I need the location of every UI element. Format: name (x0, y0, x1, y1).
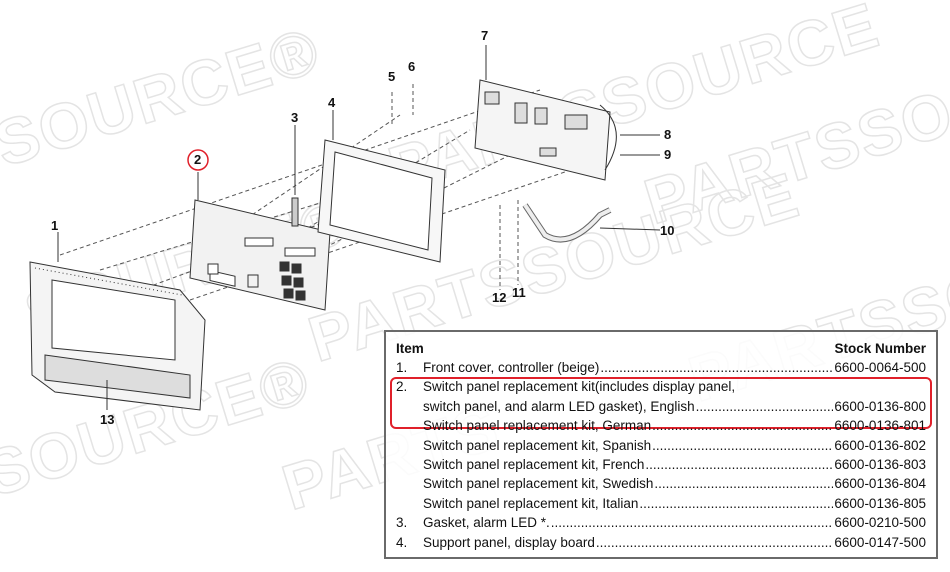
callout-9: 9 (664, 147, 672, 162)
leader-dots (696, 399, 834, 414)
leader-dots (639, 496, 833, 511)
stock-number: 6600-0136-803 (834, 457, 926, 472)
callout-7: 7 (481, 28, 489, 43)
stock-number: 6600-0210-500 (834, 515, 926, 531)
item-description: Switch panel replacement kit, Swedish (423, 476, 654, 492)
header-stock-number: Stock Number (834, 341, 926, 356)
stock-number: 6600-0136-804 (834, 476, 926, 492)
callout-5: 5 (388, 69, 396, 84)
item-description: Gasket, alarm LED *. (423, 515, 550, 531)
item-description: Front cover, controller (beige) (423, 360, 600, 375)
leader-dots (596, 535, 834, 550)
item-number: 3. (396, 515, 408, 531)
callout-3: 3 (291, 110, 299, 125)
item-description: Switch panel replacement kit, Italian (423, 495, 639, 511)
header-item: Item (396, 341, 424, 356)
display-board (474, 79, 611, 181)
table-row: Switch panel replacement kit, German 6600… (396, 418, 926, 437)
parts-table: Item Stock Number 1. Front cover, control… (384, 330, 938, 559)
table-row: Switch panel replacement kit, Swedish 660… (396, 476, 926, 495)
item-description: switch panel, and alarm LED gasket), Eng… (423, 398, 695, 414)
leader-dots (645, 457, 833, 472)
table-row: 1. Front cover, controller (beige) 6600-00… (396, 360, 926, 379)
stock-number: 6600-0136-801 (834, 418, 926, 434)
table-row: switch panel, and alarm LED gasket), Eng… (396, 399, 926, 418)
table-row: Switch panel replacement kit, Italian 660… (396, 496, 926, 515)
table-row: Switch panel replacement kit, French 6600… (396, 457, 926, 476)
item-description: Support panel, display board (423, 534, 595, 550)
stock-number: 6600-0147-500 (834, 534, 926, 550)
table-row: 3. Gasket, alarm LED *. 6600-0210-500 (396, 515, 926, 534)
table-header: Item Stock Number (396, 341, 926, 360)
callout-12: 12 (492, 290, 507, 305)
item-description: Switch panel replacement kit, French (423, 457, 645, 472)
callout-6: 6 (408, 59, 416, 74)
callout-13: 13 (100, 412, 115, 427)
item-description: Switch panel replacement kit, German (423, 418, 652, 434)
stock-number: 6600-0136-800 (834, 398, 926, 414)
stock-number: 6600-0136-805 (834, 495, 926, 511)
leader-dots (600, 360, 833, 375)
item-description: Switch panel replacement kit, Spanish (423, 437, 652, 453)
table-row: Switch panel replacement kit, Spanish 660… (396, 438, 926, 457)
stock-number: 6600-0136-802 (834, 437, 926, 453)
table-row: 4. Support panel, display board 6600-0147-… (396, 535, 926, 554)
callout-4: 4 (328, 95, 336, 110)
item-number: 1. (396, 360, 408, 375)
callout-11: 11 (512, 285, 526, 300)
stock-number: 6600-0064-500 (834, 360, 926, 375)
callout-8: 8 (664, 127, 672, 142)
callout-10: 10 (660, 223, 675, 238)
item-number: 4. (396, 534, 408, 550)
table-row: 2. Switch panel replacement kit(includes … (396, 379, 926, 398)
leader-dots (551, 515, 834, 530)
leader-dots (654, 476, 833, 491)
item-number: 2. (396, 379, 408, 395)
item-description: Switch panel replacement kit(includes di… (423, 379, 736, 395)
callout-2: 2 (194, 152, 202, 167)
leader-dots (652, 438, 833, 453)
leader-dots (652, 418, 833, 433)
highlight-circle (187, 149, 209, 171)
callout-1: 1 (51, 218, 59, 233)
